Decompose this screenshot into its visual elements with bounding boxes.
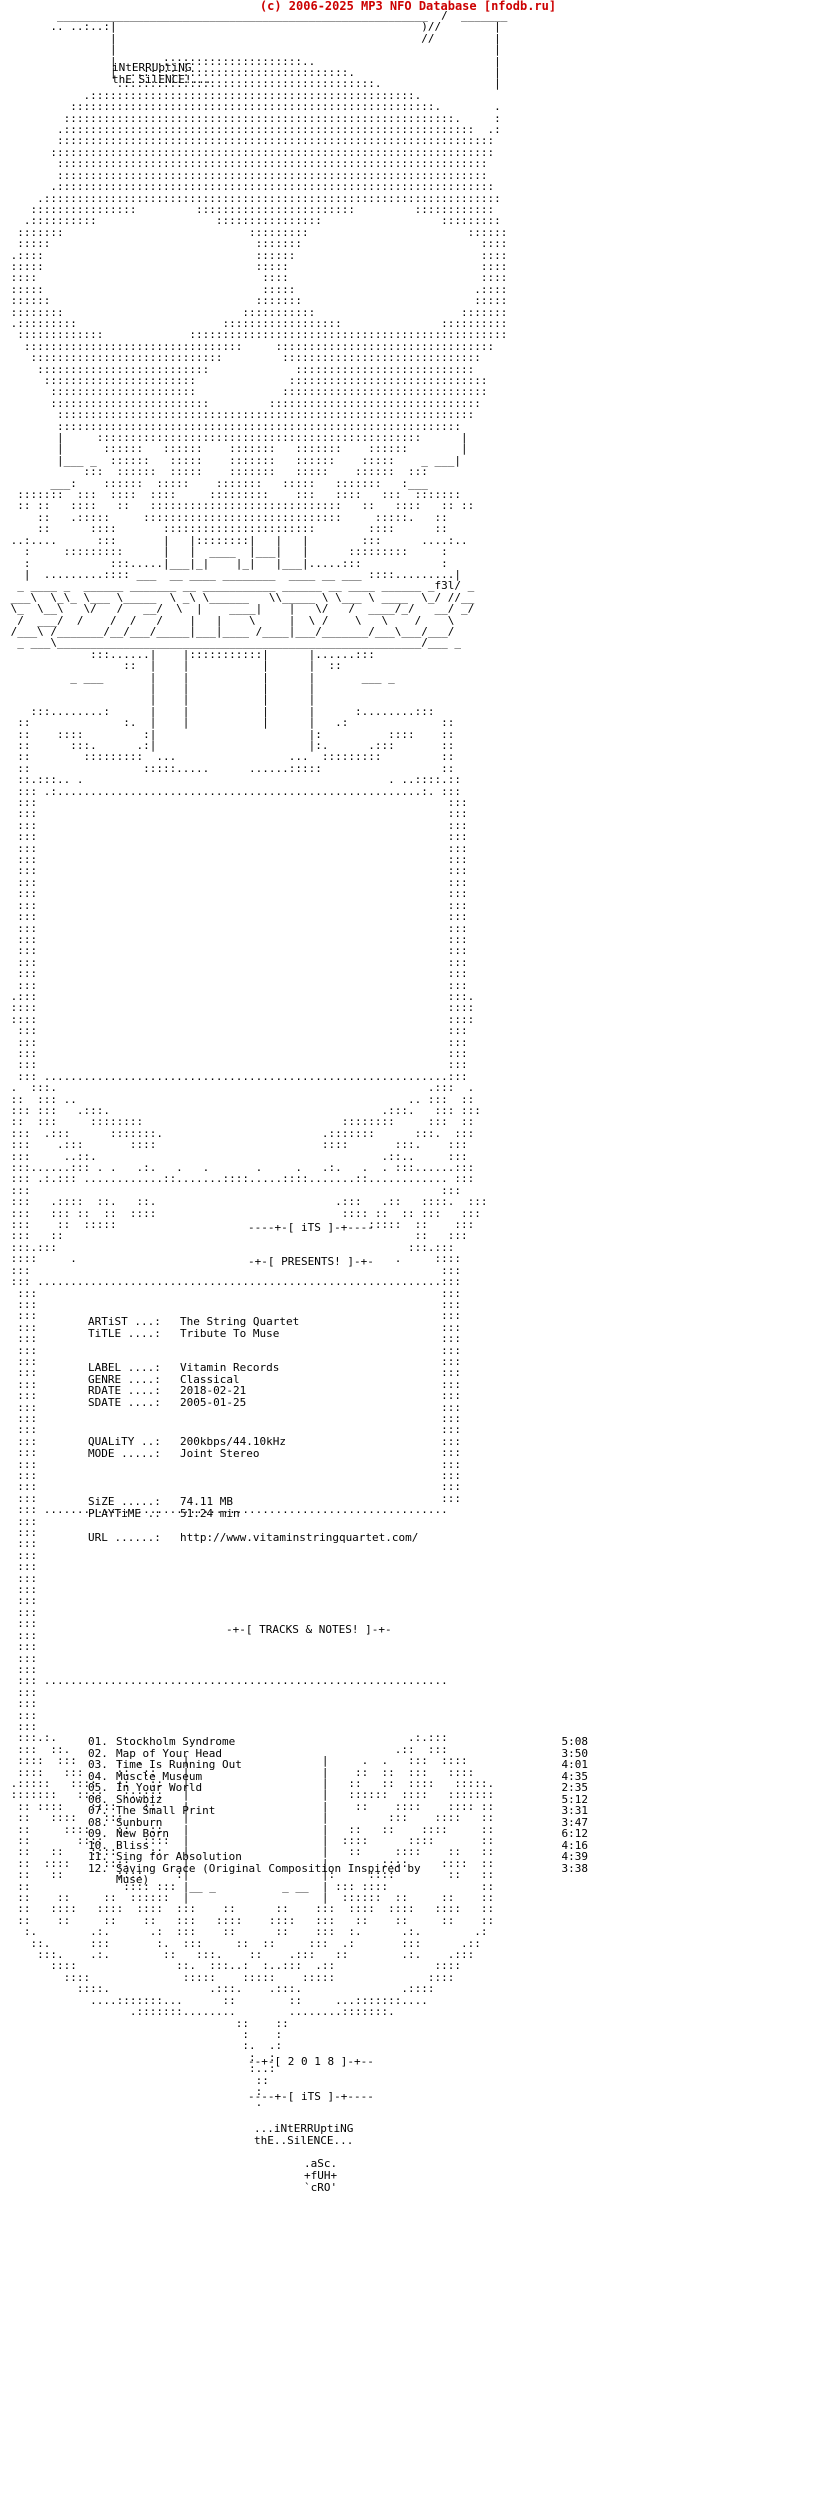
track-duration: 3:31 <box>561 1804 589 1817</box>
track-number: 09. <box>88 1827 108 1840</box>
size-value: 74.11 MB <box>180 1495 233 1509</box>
sdate-value: 2005-01-25 <box>180 1395 247 1409</box>
quality-value: 200kbps/44.10kHz <box>180 1435 286 1449</box>
group-name-line1: iNtERRUptiNG <box>112 61 192 74</box>
credit-fuh: +fUH+ <box>304 2169 338 2182</box>
track-number: 08. <box>88 1815 108 1829</box>
track-duration: 5:08 <box>561 1735 589 1748</box>
site-header: (c) 2006-2025 MP3 NFO Database [nfodb.ru… <box>259 0 557 13</box>
track-row: 06. Showbiz 5:12 <box>88 1792 589 1806</box>
track-row: 07. The Small Print 3:31 <box>88 1805 588 1817</box>
ascii-art-skull: ________________________________________… <box>10 9 508 2110</box>
playtime-value: 51:24 min <box>180 1506 240 1520</box>
track-number: 11. <box>88 1850 108 1863</box>
footer-its-banner: ----+-[ iTS ]-+---- <box>248 2090 374 2103</box>
quality-row: QUALiTY ..:200kbps/44.10kHz <box>88 1435 286 1449</box>
title-row: TiTLE ....:Tribute To Muse <box>88 1326 280 1340</box>
url-value: http://www.vitaminstringquartet.com/ <box>180 1531 419 1545</box>
track-duration: 4:35 <box>561 1769 589 1783</box>
track-title: Map of Your Head <box>116 1746 222 1760</box>
track-row: 10. Bliss 4:16 <box>88 1838 589 1852</box>
track-list: 01. Stockholm Syndrome 5:08 02. Map of Your … <box>88 1736 588 1886</box>
its-banner: ----+-[ iTS ]-+---- <box>248 1221 374 1234</box>
artist-row: ARTiST ...:The String Quartet <box>88 1315 300 1329</box>
track-row: 02. Map of Your Head 3:50 <box>88 1746 589 1760</box>
track-number: 06. <box>88 1792 108 1806</box>
track-row: 03. Time Is Running Out 4:01 <box>88 1759 588 1771</box>
mode-value: Joint Stereo <box>180 1446 260 1460</box>
track-duration: 4:01 <box>561 1758 589 1771</box>
url-details: URL ......:http://www.vitaminstringquart… <box>88 1521 418 1555</box>
track-title: Showbiz <box>116 1792 163 1806</box>
presents-banner: -+-[ PRESENTS! ]-+- <box>248 1255 374 1268</box>
footer-group-name-line2: thE..SilENCE... <box>254 2134 354 2147</box>
track-row: Muse) <box>88 1874 588 1886</box>
track-title: Muscle Museum <box>116 1769 203 1783</box>
label-row: LABEL ....:Vitamin Records <box>88 1361 280 1375</box>
track-duration: 3:47 <box>561 1815 589 1829</box>
track-row: 11. Sing for Absolution 4:39 <box>88 1851 588 1863</box>
credit-asc: .aSc. <box>304 2157 338 2170</box>
sdate-row: SDATE ....:2005-01-25 <box>88 1395 247 1409</box>
track-number: 10. <box>88 1838 108 1852</box>
label-value: Vitamin Records <box>180 1361 280 1375</box>
track-row: 04. Muscle Museum 4:35 <box>88 1769 589 1783</box>
tracks-header: -+-[ TRACKS & NOTES! ]-+- <box>226 1623 392 1636</box>
track-title: Saving Grace (Original Composition Inspi… <box>116 1861 421 1875</box>
track-title: New Born <box>116 1827 169 1840</box>
track-number <box>88 1874 116 1886</box>
track-title: Sunburn <box>116 1815 163 1829</box>
track-duration: 3:38 <box>561 1861 589 1875</box>
rdate-row: RDATE ....:2018-02-21 <box>88 1384 247 1398</box>
track-duration: 6:12 <box>561 1827 589 1840</box>
genre-row: GENRE ....:Classical <box>88 1372 240 1386</box>
track-number: 01. <box>88 1735 108 1748</box>
title-value: Tribute To Muse <box>180 1326 280 1340</box>
track-title: In Your World <box>116 1781 203 1794</box>
track-duration: 4:16 <box>561 1838 589 1852</box>
track-duration <box>548 1874 588 1886</box>
artist-value: The String Quartet <box>180 1315 300 1329</box>
url-row: URL ......:http://www.vitaminstringquart… <box>88 1531 419 1545</box>
track-number: 05. <box>88 1781 108 1794</box>
track-title: Time Is Running Out <box>116 1758 242 1771</box>
track-duration: 2:35 <box>561 1781 589 1794</box>
group-name-line2: thE SilENCE!... <box>112 73 212 86</box>
genre-value: Classical <box>180 1372 240 1386</box>
track-row: 01. Stockholm Syndrome 5:08 <box>88 1736 588 1748</box>
track-row: 08. Sunburn 3:47 <box>88 1815 589 1829</box>
rdate-value: 2018-02-21 <box>180 1384 247 1398</box>
track-row: 09. New Born 6:12 <box>88 1828 588 1840</box>
footer-group-name-line1: ...iNtERRUptiNG <box>254 2122 354 2135</box>
track-number: 12. <box>88 1861 108 1875</box>
track-number: 02. <box>88 1746 108 1760</box>
year-banner: --+-[ 2 0 1 8 ]-+-- <box>248 2055 374 2068</box>
credit-cro: `cRO' <box>304 2181 338 2194</box>
track-title: Sing for Absolution <box>116 1850 242 1863</box>
track-row: 05. In Your World 2:35 <box>88 1782 588 1794</box>
playtime-row: PLAYTiME .:51:24 min <box>88 1506 240 1520</box>
track-duration: 5:12 <box>561 1792 589 1806</box>
track-duration: 3:50 <box>561 1746 589 1760</box>
track-title: The Small Print <box>116 1804 216 1817</box>
track-title: Bliss <box>116 1838 150 1852</box>
track-title: Stockholm Syndrome <box>116 1735 236 1748</box>
track-duration: 4:39 <box>561 1850 589 1863</box>
track-number: 04. <box>88 1769 108 1783</box>
size-row: SiZE .....:74.11 MB <box>88 1495 233 1509</box>
track-row: 12. Saving Grace (Original Composition In… <box>88 1861 589 1875</box>
track-title: Muse) <box>116 1873 150 1886</box>
mode-row: MODE .....:Joint Stereo <box>88 1446 260 1460</box>
track-number: 03. <box>88 1758 108 1771</box>
track-number: 07. <box>88 1804 108 1817</box>
